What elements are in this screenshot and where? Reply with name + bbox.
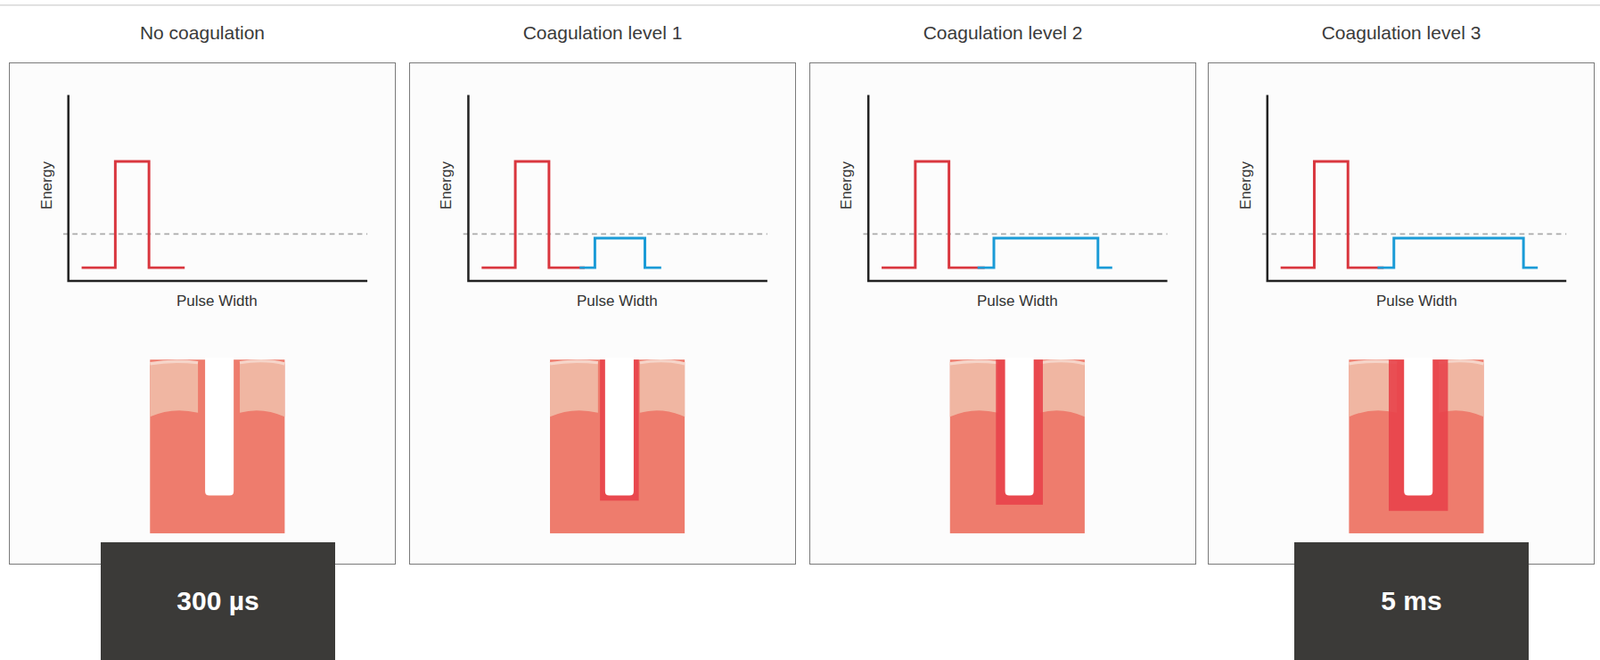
panel-heading: Coagulation level 2 <box>810 22 1196 44</box>
panel-heading: Coagulation level 1 <box>410 22 796 44</box>
pulse-duration-box: 5 ms <box>1294 541 1529 660</box>
duration-text: 5 ms <box>1380 585 1442 616</box>
panel-heading: No coagulation <box>9 22 395 44</box>
coagulation-pulse <box>1377 237 1538 268</box>
threshold-line <box>63 232 368 235</box>
coagulation-pulse <box>579 237 662 268</box>
ablation-pulse <box>82 161 186 268</box>
panel-box: Coagulation level 2 <box>809 62 1197 565</box>
x-axis-label: Pulse Width <box>576 292 658 311</box>
ablation-pulse <box>1280 161 1385 268</box>
panel-graphic <box>409 62 796 566</box>
ablation-pulse <box>881 161 985 268</box>
y-axis-label: Energy <box>38 161 57 210</box>
axes <box>467 95 767 281</box>
top-rule <box>0 4 1600 6</box>
x-axis-label: Pulse Width <box>1376 292 1458 311</box>
ablation-channel <box>605 357 634 496</box>
x-axis-label: Pulse Width <box>976 292 1059 311</box>
axes <box>1267 95 1567 281</box>
panel-ground <box>8 62 396 566</box>
threshold-line <box>1262 232 1567 235</box>
panel-box: Coagulation level 1 <box>409 62 796 565</box>
panel-ground <box>809 62 1197 566</box>
ablation-channel <box>1403 357 1433 496</box>
threshold-line <box>862 232 1167 235</box>
threshold-line <box>463 232 768 235</box>
y-axis-label: Energy <box>1237 161 1256 210</box>
x-axis-label: Pulse Width <box>176 292 258 311</box>
y-axis-label: Energy <box>837 161 856 210</box>
y-axis-label: Energy <box>437 161 456 210</box>
axes <box>68 95 368 281</box>
panel-graphic <box>809 62 1197 566</box>
ablation-pulse <box>481 161 585 268</box>
axes <box>868 95 1167 281</box>
panel-box: No coagulation <box>8 62 396 565</box>
ablation-channel <box>1005 357 1034 496</box>
panel-ground <box>409 62 796 566</box>
coagulation-pulse <box>977 237 1113 268</box>
duration-text: 300 µs <box>176 585 259 616</box>
pulse-duration-box: 300 µs <box>100 541 336 660</box>
panel-box: Coagulation level 3 <box>1207 62 1595 565</box>
panel-graphic <box>8 62 396 566</box>
panel-heading: Coagulation level 3 <box>1208 22 1594 44</box>
ablation-channel <box>205 357 234 496</box>
panel-graphic <box>1207 62 1595 566</box>
panel-ground <box>1207 62 1595 566</box>
panel-graphics <box>8 62 1595 566</box>
